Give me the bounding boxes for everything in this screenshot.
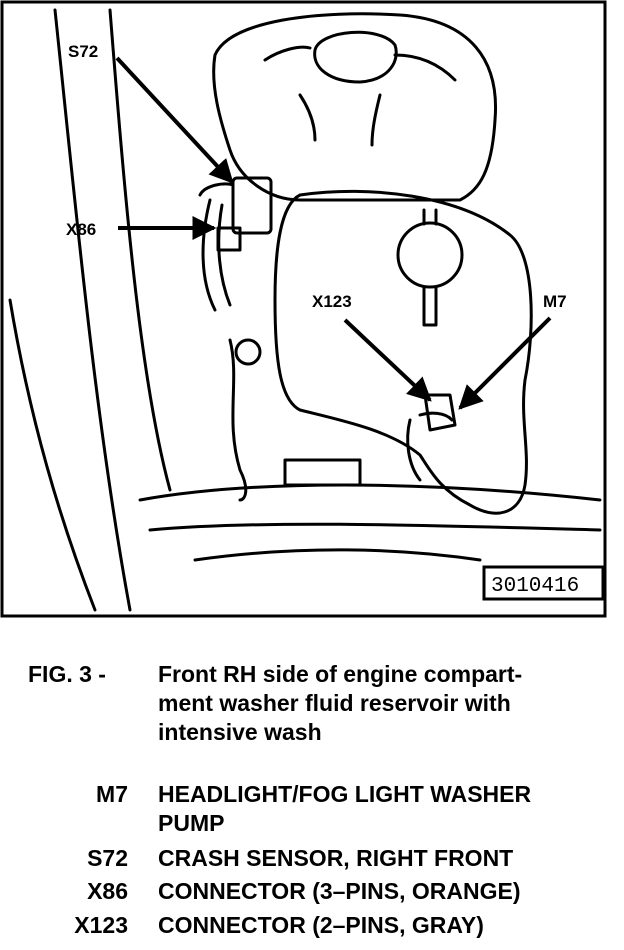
lower-body-edge xyxy=(193,548,482,562)
fender-line-inner xyxy=(108,8,172,492)
x123-connector xyxy=(423,393,457,432)
callout-s72: S72 xyxy=(68,42,98,61)
figure-number: 3010416 xyxy=(491,575,579,598)
sensor-wire-2 xyxy=(217,203,232,307)
legend-code-x123: X123 xyxy=(74,912,128,938)
reservoir-boss xyxy=(396,221,464,289)
sensor-wire xyxy=(201,198,217,312)
arrow-x123 xyxy=(343,318,432,402)
lower-body-panel-2 xyxy=(148,522,602,532)
callout-m7: M7 xyxy=(543,292,567,311)
legend-code-x86: X86 xyxy=(87,878,128,904)
caption-line-3: intensive wash xyxy=(158,719,322,745)
legend-desc-s72: CRASH SENSOR, RIGHT FRONT xyxy=(158,845,514,871)
caption-line-1: Front RH side of engine compart- xyxy=(158,661,523,687)
legend-desc-m7-line-1: HEADLIGHT/FOG LIGHT WASHER xyxy=(158,781,532,807)
legend-code-s72: S72 xyxy=(87,845,128,871)
legend-desc-x123: CONNECTOR (2–PINS, GRAY) xyxy=(158,912,484,938)
harness-grommet xyxy=(234,338,262,366)
legend-desc-x86: CONNECTOR (3–PINS, ORANGE) xyxy=(158,878,521,904)
figure-number-box xyxy=(482,565,605,601)
sensor-bracket xyxy=(198,182,235,197)
callout-x86: X86 xyxy=(66,220,96,239)
tank-rib xyxy=(298,93,317,142)
legend-desc-m7-line-2: PUMP xyxy=(158,810,225,836)
tank-rib xyxy=(393,53,457,82)
wire-harness xyxy=(228,338,248,502)
fender-line xyxy=(53,8,132,612)
upper-tank xyxy=(212,12,498,202)
engine-compartment-illustration: S72 X86 X123 M7 3010416 xyxy=(0,0,607,618)
washer-reservoir xyxy=(273,189,533,515)
callout-x123: X123 xyxy=(312,292,352,311)
figure-border xyxy=(0,0,607,618)
boss-stem-top xyxy=(422,208,438,226)
harness-clip xyxy=(283,458,362,487)
arrow-s72 xyxy=(115,56,234,184)
x86-connector xyxy=(216,226,242,252)
tank-rib xyxy=(263,45,312,62)
legend-code-m7: M7 xyxy=(96,781,128,807)
arrow-m7 xyxy=(458,316,552,410)
lower-body-panel xyxy=(138,483,602,502)
caption-line-2: ment washer fluid reservoir with xyxy=(158,690,511,716)
caption-label: FIG. 3 - xyxy=(28,661,106,687)
tank-rib xyxy=(370,93,382,147)
crash-sensor-body xyxy=(231,176,273,235)
fender-line-edge xyxy=(8,298,97,612)
pump-wire xyxy=(406,418,422,482)
boss-stem-bottom xyxy=(422,285,438,327)
pump-wire-2 xyxy=(418,411,454,422)
tank-cap xyxy=(313,30,398,84)
